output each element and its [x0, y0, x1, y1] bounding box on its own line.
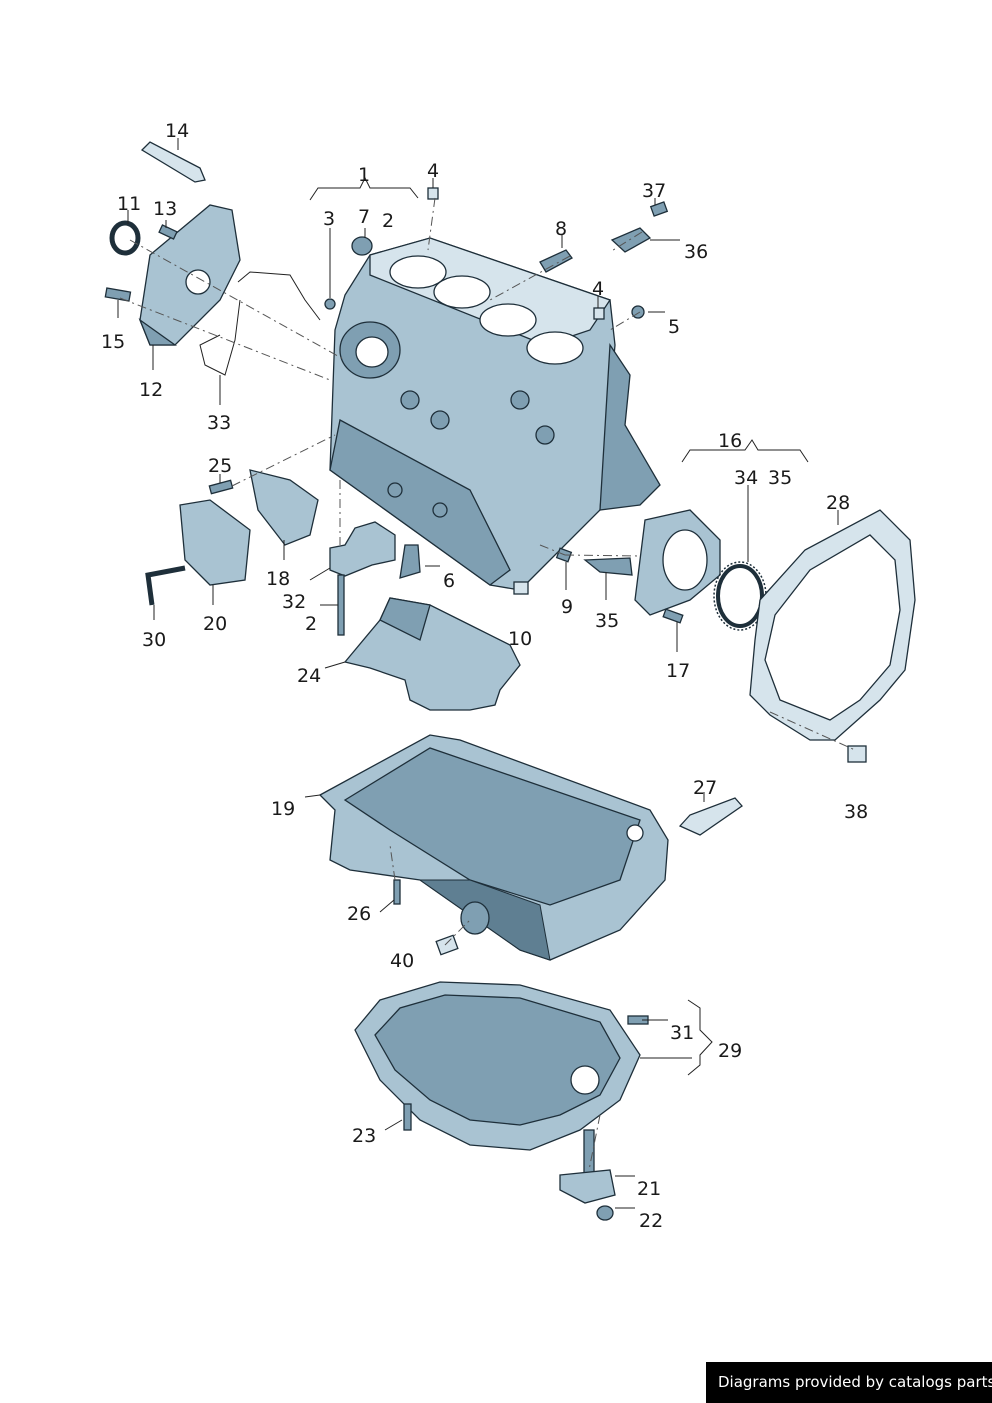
- sealant-tube-14: [140, 141, 206, 183]
- callout-40: 40: [390, 950, 414, 972]
- cover-20: [179, 499, 251, 586]
- callout-14: 14: [165, 120, 189, 142]
- front-cover: [138, 204, 241, 346]
- bolt-23: [403, 1103, 412, 1131]
- callout-10: 10: [508, 628, 532, 650]
- seal-ring-11: [109, 220, 141, 256]
- bolt-13: [158, 224, 178, 240]
- small-parts-top: [324, 187, 669, 320]
- seal-flange-16: [634, 509, 721, 616]
- bolt-17: [662, 608, 684, 624]
- callout-35: 35: [768, 467, 792, 489]
- sensor-35: [583, 557, 633, 576]
- callout-22: 22: [639, 1210, 663, 1232]
- callout-25: 25: [208, 455, 232, 477]
- leader-lines: [117, 138, 839, 1209]
- assembly-lines: [119, 197, 856, 1171]
- sleeve-10: [513, 581, 529, 595]
- callout-1: 1: [358, 164, 370, 186]
- callout-28: 28: [826, 492, 850, 514]
- callout-labels: 1 2 2 3 4 4 5 6 7 8 9 10 11 12 13 14 15 …: [101, 120, 868, 1232]
- callout-21: 21: [637, 1178, 661, 1200]
- callout-35: 35: [595, 610, 619, 632]
- sealant-tube-27: [678, 797, 743, 836]
- callout-2: 2: [305, 613, 317, 635]
- upper-oil-pan-19: [318, 734, 669, 961]
- bolt-25: [208, 479, 234, 495]
- callout-11: 11: [117, 193, 141, 215]
- callout-7: 7: [358, 206, 370, 228]
- baffle-plate-24: [343, 597, 521, 711]
- callout-2: 2: [382, 210, 394, 232]
- callout-33: 33: [207, 412, 231, 434]
- drain-plug-21: [559, 1129, 616, 1204]
- callout-37: 37: [642, 180, 666, 202]
- callout-27: 27: [693, 777, 717, 799]
- pin-30: [145, 565, 186, 606]
- footer-credit: Diagrams provided by catalogs parts: [706, 1362, 992, 1403]
- callout-15: 15: [101, 331, 125, 353]
- callout-26: 26: [347, 903, 371, 925]
- callout-3: 3: [323, 208, 335, 230]
- bolt-15: [104, 287, 132, 302]
- callout-20: 20: [203, 613, 227, 635]
- callout-32: 32: [282, 591, 306, 613]
- lower-oil-pan-29: [354, 981, 641, 1151]
- callout-34: 34: [734, 467, 758, 489]
- callout-31: 31: [670, 1022, 694, 1044]
- sleeve-38: [847, 745, 867, 763]
- callout-5: 5: [668, 316, 680, 338]
- sensor-6: [399, 544, 421, 579]
- callout-6: 6: [443, 570, 455, 592]
- gasket-28: [749, 509, 916, 741]
- callout-36: 36: [684, 241, 708, 263]
- callout-17: 17: [666, 660, 690, 682]
- callout-4: 4: [427, 160, 439, 182]
- oil-pump-18: [249, 469, 319, 546]
- bearing-cap-32: [329, 521, 396, 577]
- cylinder-block: [329, 237, 661, 591]
- callout-16: 16: [718, 430, 742, 452]
- cover-gasket: [199, 271, 321, 376]
- callout-13: 13: [153, 198, 177, 220]
- callout-8: 8: [555, 218, 567, 240]
- callout-19: 19: [271, 798, 295, 820]
- sleeve-40: [435, 934, 459, 956]
- callout-24: 24: [297, 665, 321, 687]
- callout-38: 38: [844, 801, 868, 823]
- bolt-2: [337, 574, 345, 636]
- callout-29: 29: [718, 1040, 742, 1062]
- callout-18: 18: [266, 568, 290, 590]
- seal-22: [596, 1205, 614, 1221]
- callout-30: 30: [142, 629, 166, 651]
- callout-4: 4: [592, 278, 604, 300]
- bolt-26: [393, 879, 401, 905]
- callout-9: 9: [561, 596, 573, 618]
- callout-23: 23: [352, 1125, 376, 1147]
- callout-12: 12: [139, 379, 163, 401]
